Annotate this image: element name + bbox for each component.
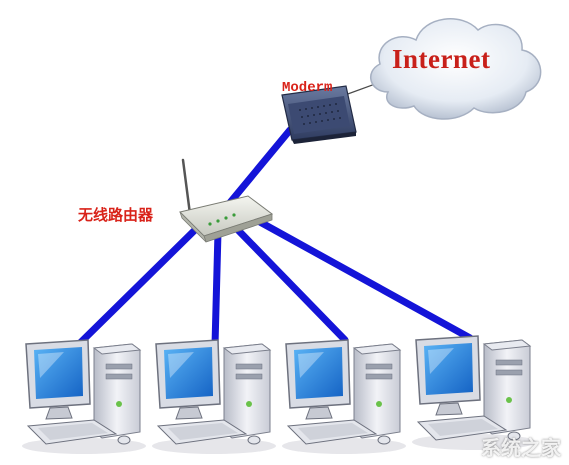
watermark-text: 系统之家 bbox=[481, 436, 561, 460]
cable-router-pc-1 bbox=[74, 221, 204, 349]
modem-icon bbox=[281, 85, 357, 144]
modem-label: Moderm bbox=[282, 80, 333, 96]
computer-pc-2 bbox=[151, 339, 277, 455]
cable-router-pc-3 bbox=[234, 226, 349, 344]
computer-pc-3 bbox=[281, 339, 407, 455]
internet-label: Internet bbox=[392, 44, 491, 74]
network-cables bbox=[74, 126, 474, 349]
router-label: 无线路由器 bbox=[78, 208, 154, 224]
computer-pc-1 bbox=[21, 339, 147, 455]
internet-cloud bbox=[370, 18, 542, 120]
cable-router-modem bbox=[224, 126, 294, 209]
wireless-router-icon bbox=[179, 158, 274, 243]
cable-router-pc-4 bbox=[256, 218, 474, 342]
cable-router-pc-2 bbox=[211, 228, 222, 349]
